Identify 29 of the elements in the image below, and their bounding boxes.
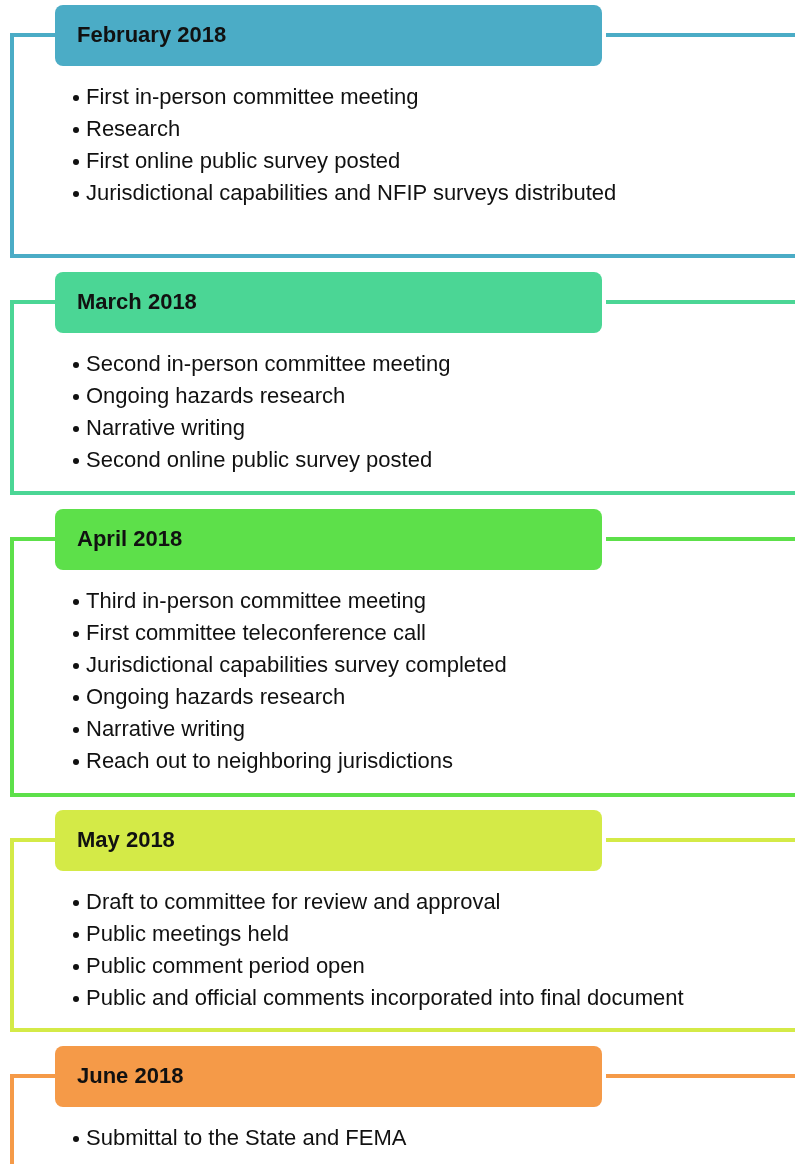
month-header-band (55, 272, 602, 333)
task-item: Public comment period open (86, 953, 365, 978)
task-item: Third in-person committee meeting (86, 588, 426, 613)
task-item: Ongoing hazards research (86, 383, 346, 408)
month-heading: March 2018 (77, 289, 197, 315)
task-item: Public and official comments incorporated into final document (86, 985, 684, 1010)
month-heading: May 2018 (77, 827, 175, 853)
task-item: Submittal to the State and FEMA (86, 1125, 407, 1150)
task-item: Narrative writing (86, 415, 245, 440)
task-item: Ongoing hazards research (86, 684, 346, 709)
month-header-band (55, 810, 602, 871)
task-item: Jurisdictional capabilities and NFIP surveys distributed (86, 180, 617, 205)
month-heading: February 2018 (77, 22, 227, 48)
task-item: Draft to committee for review and approval (86, 889, 501, 914)
task-item: Narrative writing (86, 716, 245, 741)
task-item: First online public survey posted (86, 148, 401, 173)
task-item: Public meetings held (86, 921, 289, 946)
task-item: First committee teleconference call (86, 620, 426, 645)
month-header-band (55, 509, 602, 570)
task-item: Reach out to neighboring jurisdictions (86, 748, 453, 773)
task-item: Research (86, 116, 181, 141)
task-item: Jurisdictional capabilities survey completed (86, 652, 507, 677)
task-item: Second online public survey posted (86, 447, 433, 472)
month-header-band (55, 1046, 602, 1107)
month-heading: April 2018 (77, 526, 183, 552)
task-item: Second in-person committee meeting (86, 351, 451, 376)
task-item: First in-person committee meeting (86, 84, 419, 109)
month-header-band (55, 5, 602, 66)
month-heading: June 2018 (77, 1063, 184, 1089)
